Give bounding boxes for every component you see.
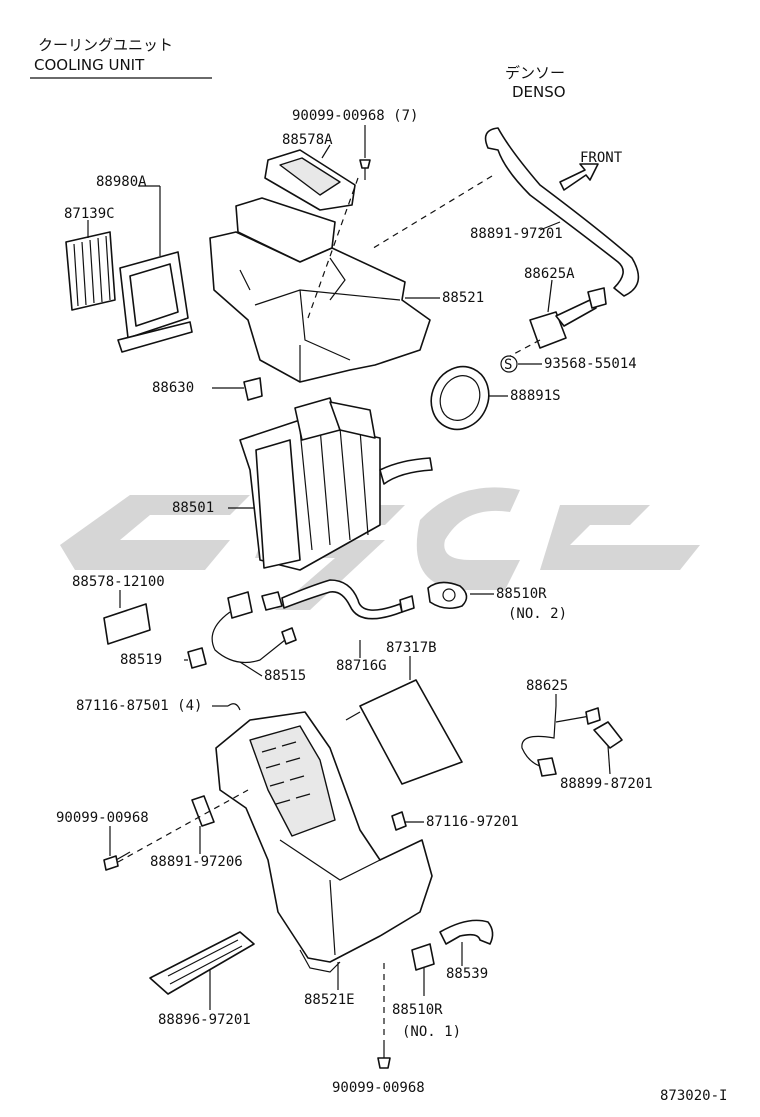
part-88510r-no1-grommet <box>411 943 435 971</box>
part-88891-97201-hose <box>484 127 640 297</box>
part-87139c-filter <box>65 231 116 311</box>
s-mark-text: S <box>504 357 512 373</box>
callout-88539: 88539 <box>446 966 488 982</box>
title-en: COOLING UNIT <box>34 56 145 74</box>
title-jp: クーリングユニット <box>38 36 173 54</box>
maker-jp: デンソー <box>505 64 565 82</box>
callout-88510r-no1: 88510R <box>392 1002 443 1018</box>
callout-88521: 88521 <box>442 290 484 306</box>
callout-88519: 88519 <box>120 652 162 668</box>
callout-88891s: 88891S <box>510 388 561 404</box>
part-88899-87201-connector <box>593 721 623 749</box>
callout-no1: (NO. 1) <box>402 1024 461 1040</box>
callout-88899-87201: 88899-87201 <box>560 776 653 792</box>
callout-88891-97206: 88891-97206 <box>150 854 243 870</box>
part-88578a-gasket <box>264 149 356 211</box>
callout-90099-00968-7: 90099-00968 (7) <box>292 108 418 124</box>
part-88519-clip <box>187 647 207 669</box>
maker-en: DENSO <box>512 83 566 101</box>
callout-88716g: 88716G <box>336 658 387 674</box>
callout-88578a: 88578A <box>282 132 333 148</box>
callout-88521e: 88521E <box>304 992 355 1008</box>
part-88515-sensor <box>211 591 297 663</box>
callout-88510r-no2: 88510R <box>496 586 547 602</box>
callout-90099-00968-left: 90099-00968 <box>56 810 149 826</box>
part-88891s-seal <box>430 365 490 431</box>
part-88625-sensor <box>521 705 601 777</box>
callout-88630: 88630 <box>152 380 194 396</box>
callout-88515: 88515 <box>264 668 306 684</box>
part-88521-upper-housing <box>209 197 431 383</box>
callout-labels: 90099-00968 (7) 88578A 88980A 87139C 888… <box>56 108 727 1104</box>
figure-number: 873020-I <box>660 1088 727 1104</box>
part-88578-12100-pad <box>103 603 151 645</box>
bolt-icon <box>359 159 371 180</box>
callout-no2: (NO. 2) <box>508 606 567 622</box>
front-label: FRONT <box>580 150 623 166</box>
leader-lines <box>87 125 611 1046</box>
callout-88891-97201: 88891-97201 <box>470 226 563 242</box>
part-88891-97206-bracket <box>191 795 215 827</box>
callout-88896-97201: 88896-97201 <box>158 1012 251 1028</box>
callout-88625: 88625 <box>526 678 568 694</box>
callout-88578-12100: 88578-12100 <box>72 574 165 590</box>
part-88716g-pipe <box>261 579 415 620</box>
callout-88625a: 88625A <box>524 266 575 282</box>
callout-87116-97201: 87116-97201 <box>426 814 519 830</box>
part-88510r-no2-plate <box>427 581 468 610</box>
front-arrow-icon <box>559 163 599 191</box>
callout-87116-87501-4: 87116-87501 (4) <box>76 698 202 714</box>
callout-87317b: 87317B <box>386 640 437 656</box>
callout-93568-55014: 93568-55014 <box>544 356 637 372</box>
bottom-screw-icon <box>377 1046 391 1069</box>
part-88980a-frame <box>117 251 193 353</box>
callout-90099-00968-bottom: 90099-00968 <box>332 1080 425 1096</box>
part-88625a-sensor <box>529 287 607 349</box>
part-87317b-filter <box>345 679 463 785</box>
callout-87139c: 87139C <box>64 206 115 222</box>
s-mark-icon: S <box>500 355 518 373</box>
part-88630-plug <box>243 377 263 401</box>
callout-88980a: 88980A <box>96 174 147 190</box>
clip-icon <box>227 703 241 711</box>
part-88521e-lower-housing <box>215 711 433 973</box>
screw-icon <box>103 851 131 871</box>
part-88896-97201-plate <box>149 931 255 995</box>
part-88539-hose <box>439 919 494 945</box>
part-87116-97201-clip <box>391 811 407 831</box>
part-88501-evaporator <box>239 397 433 571</box>
callout-88501: 88501 <box>172 500 214 516</box>
